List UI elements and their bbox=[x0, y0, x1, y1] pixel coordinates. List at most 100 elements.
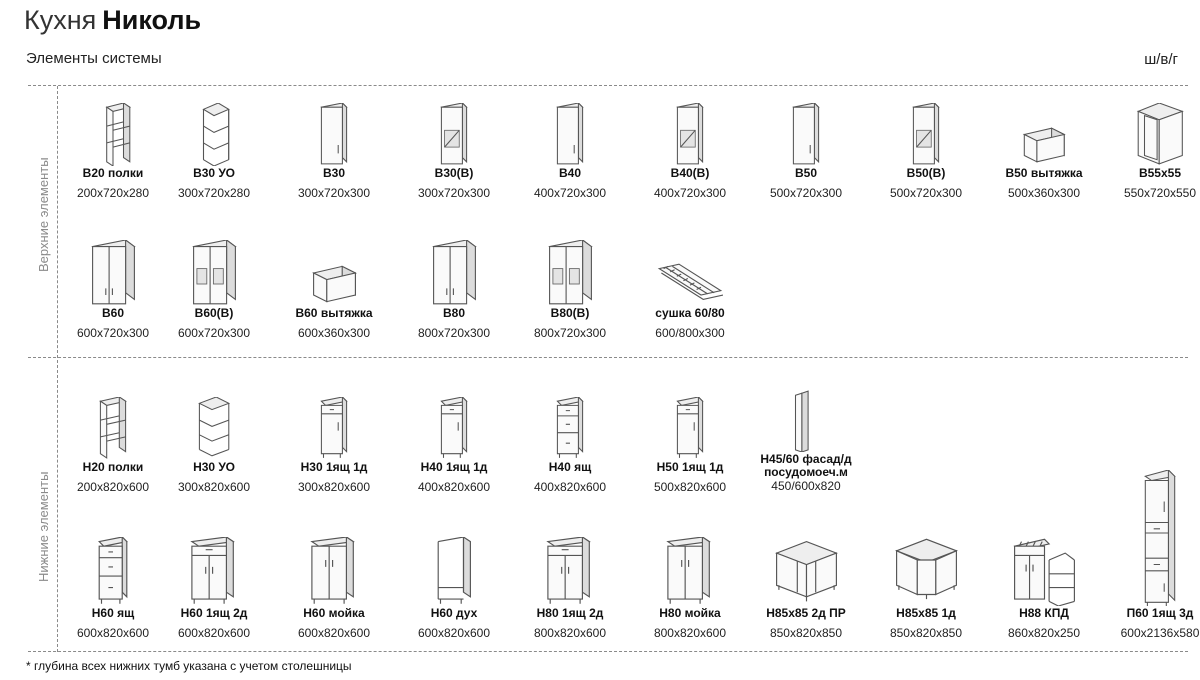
item-dimensions: 400x820x600 bbox=[417, 480, 491, 494]
glass-door-cabinet-icon bbox=[394, 86, 514, 166]
catalog-item: В80(В)800x720x300 bbox=[510, 224, 630, 341]
drawer-door-base-icon bbox=[274, 370, 394, 460]
single-door-cabinet-icon bbox=[274, 86, 394, 166]
item-name: Н20 полки bbox=[82, 460, 144, 474]
item-dimensions: 600x820x600 bbox=[76, 626, 150, 640]
section-divider-bottom bbox=[28, 651, 1188, 652]
catalog-item: В50(В)500x720x300 bbox=[866, 86, 986, 201]
item-dimensions: 300x820x600 bbox=[177, 480, 251, 494]
item-dimensions: 600x820x600 bbox=[417, 626, 491, 640]
item-name-secondary: посудомоеч.м bbox=[764, 465, 848, 479]
catalog-item: В30(В) 300x720x300 bbox=[394, 86, 514, 201]
item-name: Н60 ящ bbox=[91, 606, 135, 620]
hood-cabinet-icon bbox=[274, 224, 394, 306]
catalog-item: Н40 ящ 400x820x600 bbox=[510, 370, 630, 495]
item-dimensions: 600x820x600 bbox=[297, 626, 371, 640]
hood-cabinet-icon bbox=[984, 86, 1104, 166]
footnote: * глубина всех нижних тумб указана с уче… bbox=[26, 659, 352, 673]
item-name: Н50 1ящ 1д bbox=[656, 460, 724, 474]
item-dimensions: 200x820x600 bbox=[76, 480, 150, 494]
drawer-door-base-icon bbox=[394, 370, 514, 460]
item-name: Н45/60 фасад/д bbox=[760, 452, 852, 466]
page-subtitle: Элементы системы bbox=[26, 50, 162, 67]
item-dimensions: 550x720x550 bbox=[1123, 186, 1197, 200]
item-dimensions: 850x820x850 bbox=[769, 626, 843, 640]
item-dimensions: 500x820x600 bbox=[653, 480, 727, 494]
item-name: Н30 УО bbox=[193, 460, 235, 474]
corner-base-icon bbox=[746, 512, 866, 606]
catalog-item: Н88 КПД 860x820x250 bbox=[984, 512, 1104, 641]
catalog-item: Н20 полки 200x820x600 bbox=[53, 370, 173, 495]
corner-open-base-icon bbox=[154, 370, 274, 460]
catalog-item: В60(В)600x720x300 bbox=[154, 224, 274, 341]
item-name: Н88 КПД bbox=[1019, 606, 1069, 620]
item-name: В30 bbox=[322, 166, 345, 180]
drawers-base-icon bbox=[510, 370, 630, 460]
item-name: В40(В) bbox=[670, 166, 710, 180]
catalog-item: В40(В) 400x720x300 bbox=[630, 86, 750, 201]
item-name: Н80 мойка bbox=[659, 606, 721, 620]
corner-open-shelf-icon bbox=[154, 86, 274, 166]
item-name: В30 УО bbox=[193, 166, 235, 180]
item-dimensions: 300x720x300 bbox=[417, 186, 491, 200]
catalog-item: Н60 мойка 600x820x600 bbox=[274, 512, 394, 641]
catalog-item: Н60 ящ 600x820x600 bbox=[53, 512, 173, 641]
catalog-item: В30 УО 300x720x280 bbox=[154, 86, 274, 201]
catalog-item: Н85x85 2д ПР 850x820x850 bbox=[746, 512, 866, 641]
item-dimensions: 600x720x300 bbox=[177, 326, 251, 340]
item-dimensions: 500x720x300 bbox=[889, 186, 963, 200]
catalog-item: Н60 1ящ 2д 600x820x600 bbox=[154, 512, 274, 641]
item-name: Н85x85 2д ПР bbox=[766, 606, 846, 620]
lower-section-label: Нижние элементы bbox=[36, 471, 51, 582]
item-dimensions: 850x820x850 bbox=[889, 626, 963, 640]
item-name: Н60 дух bbox=[430, 606, 478, 620]
section-left-divider bbox=[57, 86, 58, 652]
item-dimensions: 600x820x600 bbox=[177, 626, 251, 640]
catalog-item: Н80 1ящ 2д 800x820x600 bbox=[510, 512, 630, 641]
item-name: сушка 60/80 bbox=[655, 306, 725, 320]
item-dimensions: 800x720x300 bbox=[417, 326, 491, 340]
item-dimensions: 800x820x600 bbox=[653, 626, 727, 640]
item-dimensions: 300x720x300 bbox=[297, 186, 371, 200]
catalog-item: Н40 1ящ 1д 400x820x600 bbox=[394, 370, 514, 495]
double-glass-cabinet-icon bbox=[510, 224, 630, 306]
title-model: Николь bbox=[102, 5, 202, 35]
item-name: В30(В) bbox=[434, 166, 474, 180]
item-dimensions: 860x820x250 bbox=[1007, 626, 1081, 640]
item-name: Н80 1ящ 2д bbox=[536, 606, 604, 620]
item-name: Н60 1ящ 2д bbox=[180, 606, 248, 620]
item-dimensions: 400x820x600 bbox=[533, 480, 607, 494]
double-door-cabinet-icon bbox=[394, 224, 514, 306]
item-dimensions: 400x720x300 bbox=[653, 186, 727, 200]
glass-door-cabinet-icon bbox=[630, 86, 750, 166]
item-name: Н40 ящ bbox=[548, 460, 592, 474]
item-name: Н60 мойка bbox=[303, 606, 365, 620]
catalog-item: Н80 мойка 800x820x600 bbox=[630, 512, 750, 641]
item-dimensions: 450/600x820 bbox=[771, 479, 841, 493]
single-door-cabinet-icon bbox=[746, 86, 866, 166]
item-dimensions: 800x820x600 bbox=[533, 626, 607, 640]
drawer-door-base-icon bbox=[630, 370, 750, 460]
item-name: В20 полки bbox=[82, 166, 144, 180]
catalog-item: Н50 1ящ 1д 500x820x600 bbox=[630, 370, 750, 495]
bottle-rack-base-icon bbox=[984, 512, 1104, 606]
item-dimensions: 400x720x300 bbox=[533, 186, 607, 200]
item-dimensions: 600x360x300 bbox=[297, 326, 371, 340]
item-name: Н40 1ящ 1д bbox=[420, 460, 488, 474]
sink-base-icon bbox=[630, 512, 750, 606]
catalog-item: В30 300x720x300 bbox=[274, 86, 394, 201]
item-dimensions: 300x720x280 bbox=[177, 186, 251, 200]
item-name: В60 вытяжка bbox=[295, 306, 373, 320]
section-divider-top bbox=[28, 85, 1188, 86]
drawer-two-door-base-icon bbox=[154, 512, 274, 606]
item-name: П60 1ящ 3д bbox=[1126, 606, 1194, 620]
item-dimensions: 500x360x300 bbox=[1007, 186, 1081, 200]
oven-base-icon bbox=[394, 512, 514, 606]
